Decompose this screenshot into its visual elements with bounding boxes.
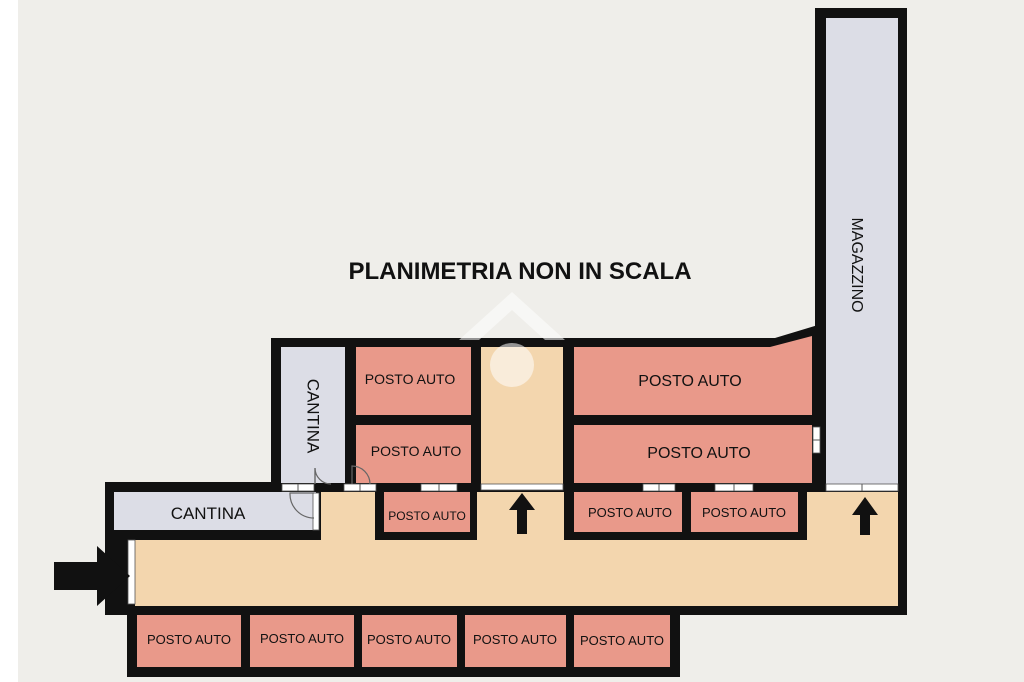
arrow-up-icon [509,493,535,534]
page-title: PLANIMETRIA NON IN SCALA [348,258,691,285]
posto-auto-room [465,615,566,667]
arrow-right-icon [54,546,130,606]
posto-auto-label: POSTO AUTO [365,371,456,387]
posto-auto-room [362,615,457,667]
posto-auto-label: POSTO AUTO [371,443,462,459]
posto-auto-label: POSTO AUTO [147,632,231,647]
posto-auto-room [574,425,812,483]
posto-auto-label: POSTO AUTO [588,505,672,520]
posto-auto-label: POSTO AUTO [388,509,466,523]
posto-auto-label: POSTO AUTO [260,631,344,646]
posto-auto-room [137,615,241,667]
door-swings [289,465,371,519]
posto-auto-label: POSTO AUTO [473,632,557,647]
arrow-up-icon [852,497,878,535]
posto-auto-room [574,492,682,532]
magazzino-label: MAGAZZINO [848,217,865,312]
posto-auto-room [384,492,470,532]
posto-auto-room [574,336,812,415]
posto-auto-label: POSTO AUTO [367,632,451,647]
posto-auto-label: POSTO AUTO [580,633,664,648]
posto-auto-label: POSTO AUTO [702,505,786,520]
posto-auto-room [250,615,354,667]
posto-auto-room [574,615,670,667]
posto-auto-room [356,347,471,415]
house-logo-icon [459,292,565,387]
cantina-horizontal-label: CANTINA [171,504,246,523]
posto-auto-label: POSTO AUTO [638,373,741,390]
cantina-horizontal-room [114,492,316,530]
cantina-vertical-room [281,347,345,483]
posto-auto-label: POSTO AUTO [647,445,750,462]
posto-auto-room [691,492,798,532]
white-margin [0,0,18,682]
posto-auto-room [356,425,471,483]
window-dividers [297,439,863,491]
cantina-vertical-label: CANTINA [304,379,323,454]
magazzino-room [826,18,898,484]
